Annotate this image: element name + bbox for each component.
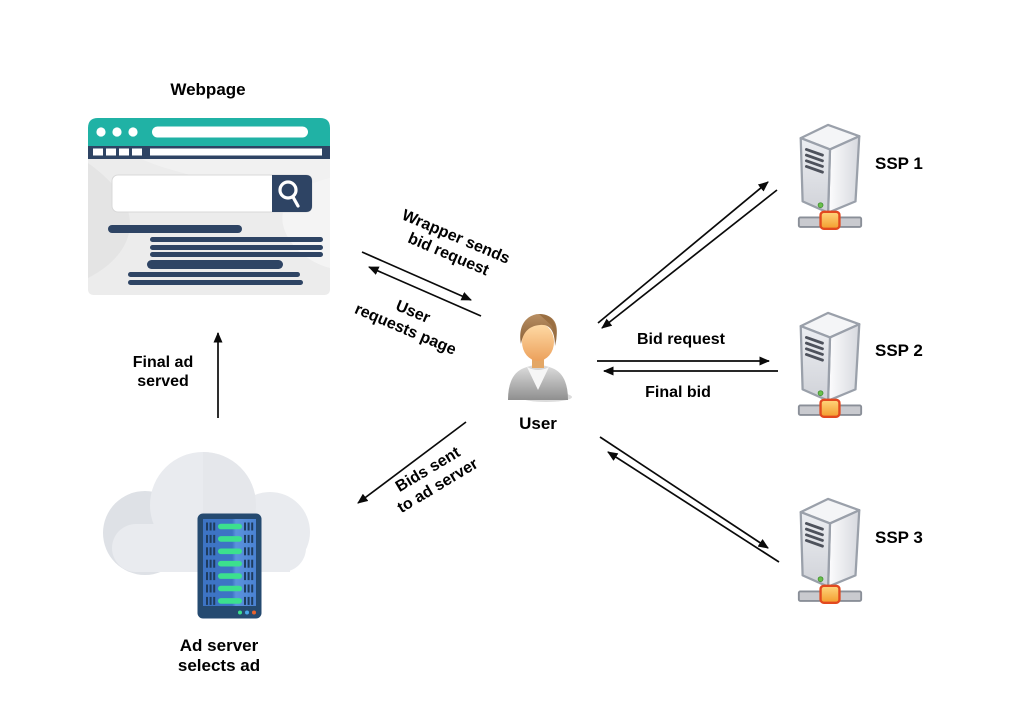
arrow-bids-sent-to-ad-server [357,421,467,504]
page-text-lines [108,225,323,285]
webpage-label: Webpage [170,80,246,99]
server-vents [804,336,824,362]
arrow-user-requests-page [368,266,482,317]
arrow-ssp1-to-user [601,189,778,329]
browser-window-icon [88,118,330,295]
person-icon [508,314,572,402]
server-led [817,390,824,397]
ad-server-label-line1: Ad server [179,636,259,655]
ssp1-label: SSP 1 [875,154,923,173]
ad-server-label-line2: selects ad [177,656,261,675]
ssp3-label: SSP 3 [875,528,923,547]
server-tower-icon [797,497,863,604]
window-dot-icon [128,127,138,137]
rack-status-dot-blue [245,610,249,615]
network-node [819,398,841,418]
url-bar [152,126,308,138]
arrow-user-to-ssp1 [597,181,769,324]
window-dot-icon [112,127,122,137]
bid-request-label: Bid request [636,331,725,348]
window-dot-icon [96,127,106,137]
server-led [817,576,824,583]
server-rack-icon [197,513,262,619]
server-tower-icon [797,311,863,418]
final-ad-served-label: Final ad served [132,354,194,390]
arrow-ssp3-to-user [607,451,780,563]
rack-rows [206,522,254,605]
user-label: User [519,414,557,433]
ssp2-label: SSP 2 [875,341,923,360]
rack-status-dot-green [238,610,242,615]
magnifier-icon [278,180,300,208]
server-tower-icon [797,123,863,230]
server-vents [804,522,824,548]
arrow-wrapper-sends-bid-request [361,251,472,301]
search-button [272,175,312,212]
network-node [819,584,841,604]
ad-server-label: Ad server selects ad [139,636,299,676]
arrow-user-to-ssp3 [599,436,769,549]
person-face [522,323,554,361]
server-led [817,202,824,209]
server-vents [804,148,824,174]
network-node [819,210,841,230]
final-bid-label: Final bid [645,384,711,401]
rack-status-dot-orange [252,610,256,615]
